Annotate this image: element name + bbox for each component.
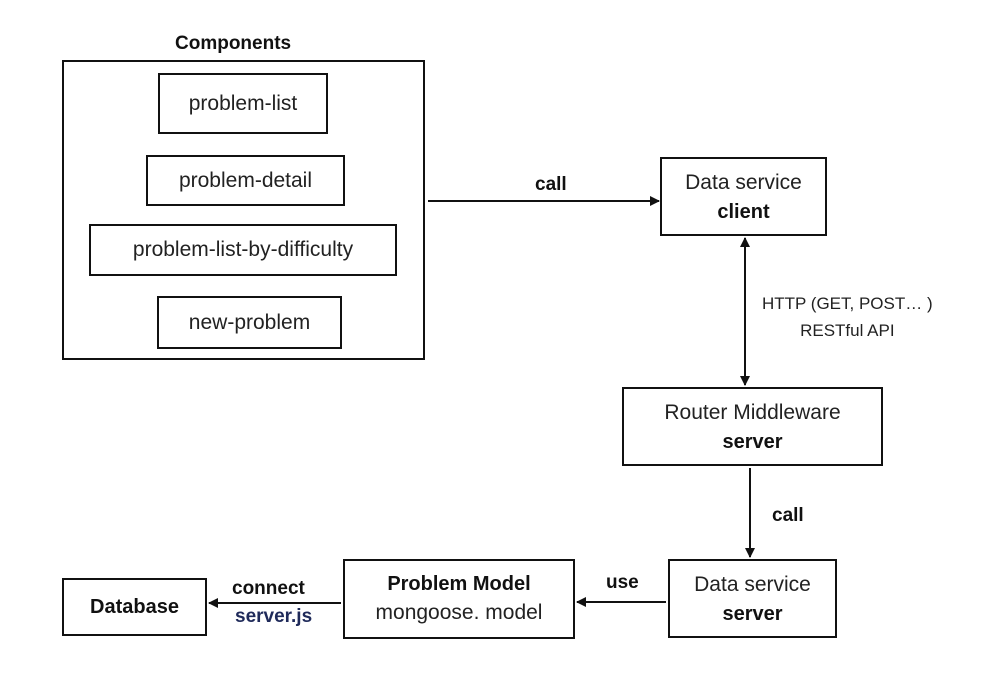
component-new-problem: new-problem [157,296,342,349]
edge-label-connect: connect [232,578,305,599]
component-problem-list: problem-list [158,73,328,134]
node-title: Data service [685,170,802,194]
edge-label-server-js: server.js [235,606,313,627]
restful-api-text: RESTful API [800,321,895,340]
component-label: problem-list-by-difficulty [132,238,354,261]
problem-model-node: Problem Model mongoose. model [343,559,575,639]
component-label: problem-list [188,91,298,115]
http-methods-text: HTTP (GET, POST… ) [762,294,933,313]
component-label: new-problem [188,310,311,334]
router-middleware-node: Router Middleware server [622,387,883,466]
node-subtitle: client [717,200,770,223]
edge-label-use: use [606,572,639,593]
component-problem-detail: problem-detail [146,155,345,206]
node-subtitle: server [722,602,783,625]
node-title: Database [90,596,179,618]
node-subtitle: server [722,430,783,453]
node-title: Problem Model [387,573,531,595]
edge-label-call-top: call [535,174,567,195]
node-title: Router Middleware [664,400,841,424]
component-problem-list-by-difficulty: problem-list-by-difficulty [89,224,397,276]
node-subtitle: mongoose. model [375,601,543,624]
data-service-server-node: Data service server [668,559,837,638]
components-title: Components [175,33,292,54]
component-label: problem-detail [178,168,313,192]
edge-label-http: HTTP (GET, POST… ) RESTful API [762,290,933,344]
node-title: Data service [694,572,811,596]
data-service-client-node: Data service client [660,157,827,236]
database-node: Database [62,578,207,636]
edge-label-call-bottom: call [772,505,804,526]
